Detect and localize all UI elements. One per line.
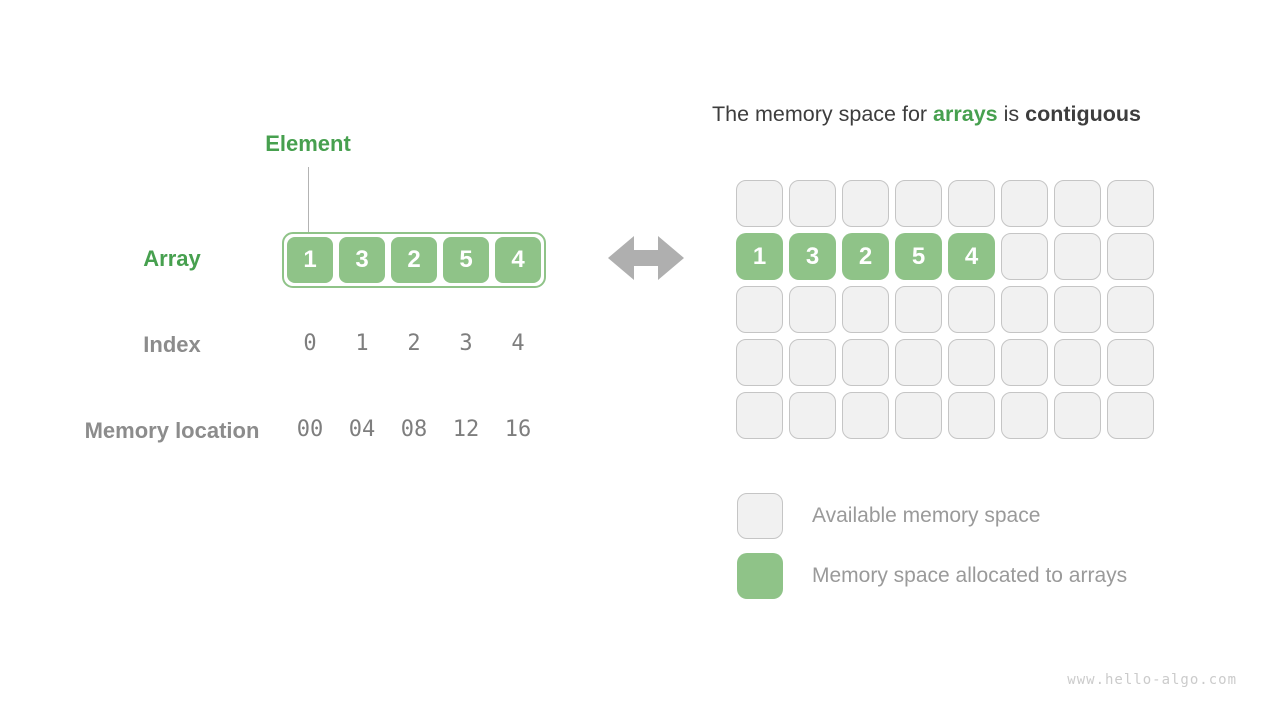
memory-cell-available (1054, 286, 1101, 333)
memory-cell-available (1054, 180, 1101, 227)
memory-cell-available (1054, 392, 1101, 439)
legend-label: Available memory space (812, 504, 1041, 527)
title-highlight-arrays: arrays (933, 102, 998, 126)
memory-cell-available (1107, 339, 1154, 386)
memory-cell-available (1107, 180, 1154, 227)
array-cell: 5 (443, 237, 489, 283)
memory-cell-available (789, 339, 836, 386)
memory-cell-available (948, 392, 995, 439)
memory-cell-allocated: 2 (842, 233, 889, 280)
memory-cell-allocated: 5 (895, 233, 942, 280)
memory-cell-available (895, 392, 942, 439)
memory-cell-available (895, 339, 942, 386)
diagram-title: The memory space for arrays is contiguou… (712, 102, 1141, 127)
title-prefix: The memory space for (712, 102, 934, 126)
memory-location-value: 08 (400, 417, 428, 442)
memory-cell-available (948, 339, 995, 386)
legend-label: Memory space allocated to arrays (812, 564, 1128, 587)
memory-location-value: 12 (452, 417, 480, 442)
memory-cell-available (895, 180, 942, 227)
memory-cell-available (1107, 233, 1154, 280)
memory-cell-available (1001, 233, 1048, 280)
memory-cell-available (789, 180, 836, 227)
array-label: Array (143, 246, 201, 271)
index-value: 2 (407, 331, 421, 356)
memory-cell-available (1107, 286, 1154, 333)
memory-cell-available (1001, 180, 1048, 227)
memory-cell-available (1107, 392, 1154, 439)
array-cell: 1 (287, 237, 333, 283)
memory-cell-available (842, 180, 889, 227)
title-emphasis-contiguous: contiguous (1025, 102, 1141, 126)
array-cell: 2 (391, 237, 437, 283)
memory-cell-available (1054, 233, 1101, 280)
memory-cell-available (1001, 339, 1048, 386)
memory-cell-allocated: 4 (948, 233, 995, 280)
element-pointer-line (308, 167, 309, 232)
memory-cell-available (948, 286, 995, 333)
available-memory-swatch-icon (737, 493, 783, 539)
memory-location-value: 00 (296, 417, 324, 442)
index-value: 0 (303, 331, 317, 356)
allocated-memory-swatch-icon (737, 553, 783, 599)
index-values-row: 0 1 2 3 4 (287, 331, 541, 356)
memory-cell-available (895, 286, 942, 333)
legend-item-available: Available memory space (737, 493, 1127, 539)
memory-cell-available (789, 392, 836, 439)
index-value: 4 (511, 331, 525, 356)
memory-location-value: 04 (348, 417, 376, 442)
memory-location-values-row: 00 04 08 12 16 (287, 417, 541, 442)
memory-cell-available (842, 392, 889, 439)
array-cell: 4 (495, 237, 541, 283)
memory-cell-available (736, 180, 783, 227)
watermark: www.hello-algo.com (1067, 672, 1237, 688)
memory-location-label: Memory location (84, 418, 260, 443)
index-label: Index (143, 332, 201, 357)
legend: Available memory space Memory space allo… (737, 493, 1127, 613)
memory-cell-available (736, 286, 783, 333)
memory-cell-available (789, 286, 836, 333)
memory-location-value: 16 (504, 417, 532, 442)
memory-cell-available (736, 339, 783, 386)
memory-cell-available (948, 180, 995, 227)
double-arrow-icon (608, 236, 684, 285)
memory-cell-allocated: 3 (789, 233, 836, 280)
index-value: 3 (459, 331, 473, 356)
memory-cell-available (736, 392, 783, 439)
memory-cell-available (1001, 286, 1048, 333)
legend-item-allocated: Memory space allocated to arrays (737, 553, 1127, 599)
title-middle: is (997, 102, 1026, 126)
memory-cell-available (842, 286, 889, 333)
memory-cell-available (1001, 392, 1048, 439)
memory-cell-available (842, 339, 889, 386)
element-label: Element (265, 131, 351, 156)
memory-cell-allocated: 1 (736, 233, 783, 280)
index-value: 1 (355, 331, 369, 356)
array-cell: 3 (339, 237, 385, 283)
memory-cell-available (1054, 339, 1101, 386)
